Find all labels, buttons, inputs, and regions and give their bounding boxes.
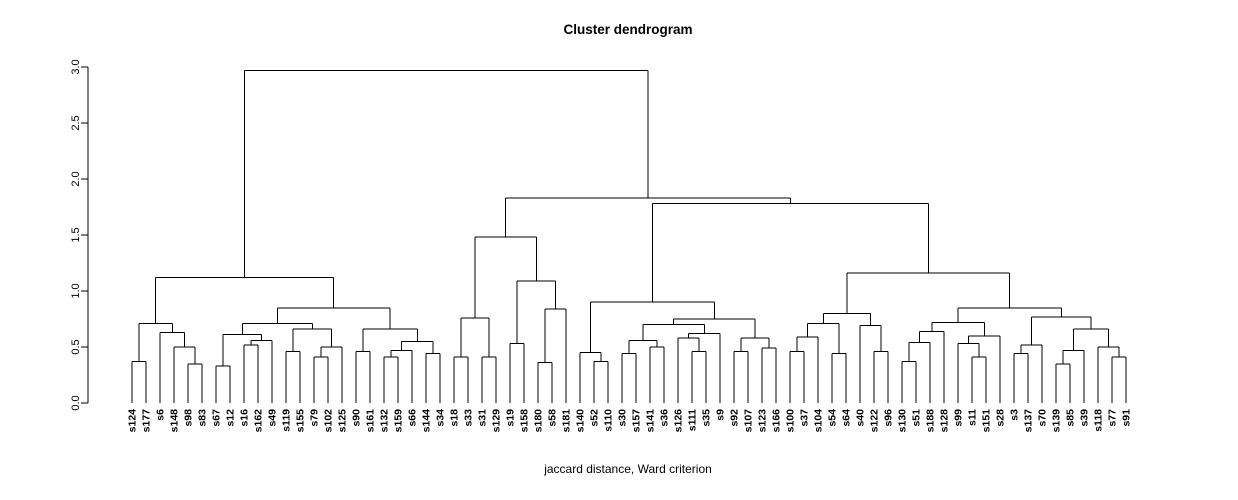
leaf-label: s119 bbox=[281, 409, 293, 432]
y-tick-label: 2.0 bbox=[70, 171, 82, 186]
leaf-label: s118 bbox=[1093, 409, 1105, 432]
leaf-label: s64 bbox=[841, 409, 853, 427]
y-tick-label: 0.5 bbox=[70, 339, 82, 354]
leaf-label: s110 bbox=[603, 409, 615, 432]
x-axis-label: jaccard distance, Ward criterion bbox=[543, 462, 712, 476]
leaf-label: s188 bbox=[925, 409, 937, 433]
leaf-label: s126 bbox=[673, 409, 685, 433]
y-axis: 0.0 0.5 1.0 1.5 2.0 2.5 3.0 bbox=[70, 59, 89, 411]
leaf-label: s130 bbox=[897, 409, 909, 433]
leaf-label: s58 bbox=[547, 409, 559, 427]
dendrogram-tree bbox=[131, 69, 1127, 403]
y-tick-label: 2.5 bbox=[70, 115, 82, 130]
leaf-label: s3 bbox=[1009, 409, 1021, 421]
leaf-label: s181 bbox=[561, 409, 573, 433]
leaf-label: s157 bbox=[631, 409, 643, 433]
leaf-label: s90 bbox=[351, 409, 363, 427]
leaf-label: s107 bbox=[743, 409, 755, 433]
leaf-label: s11 bbox=[967, 409, 979, 426]
leaf-label: s100 bbox=[785, 409, 797, 433]
leaf-label: s9 bbox=[715, 409, 727, 421]
leaf-label: s28 bbox=[995, 409, 1007, 427]
leaf-label: s144 bbox=[421, 409, 433, 433]
leaf-label: s77 bbox=[1107, 409, 1119, 427]
leaf-label: s92 bbox=[729, 409, 741, 427]
leaf-label: s140 bbox=[575, 409, 587, 433]
leaf-label: s102 bbox=[323, 409, 335, 433]
leaf-label: s51 bbox=[911, 409, 923, 427]
leaf-label: s132 bbox=[379, 409, 391, 433]
leaf-label: s49 bbox=[267, 409, 279, 427]
leaf-label: s34 bbox=[435, 409, 447, 427]
y-tick-label: 3.0 bbox=[70, 59, 82, 74]
leaf-label: s33 bbox=[463, 409, 475, 427]
leaf-label: s98 bbox=[183, 409, 195, 427]
leaf-label: s67 bbox=[211, 409, 223, 427]
leaf-label: s159 bbox=[393, 409, 405, 433]
leaf-label: s85 bbox=[1065, 409, 1077, 427]
leaf-label: s137 bbox=[1023, 409, 1035, 433]
leaf-label: s39 bbox=[1079, 409, 1091, 427]
leaf-label: s177 bbox=[141, 409, 153, 433]
leaf-label: s166 bbox=[771, 409, 783, 433]
leaf-label: s128 bbox=[939, 409, 951, 433]
leaf-label: s123 bbox=[757, 409, 769, 433]
leaf-label: s30 bbox=[617, 409, 629, 427]
y-tick-label: 1.0 bbox=[70, 283, 82, 298]
leaf-label: s37 bbox=[799, 409, 811, 427]
leaf-label: s129 bbox=[491, 409, 503, 433]
leaf-label: s40 bbox=[855, 409, 867, 427]
leaf-label: s161 bbox=[365, 409, 377, 433]
leaf-label: s139 bbox=[1051, 409, 1063, 433]
leaf-label: s66 bbox=[407, 409, 419, 427]
leaf-label: s31 bbox=[477, 409, 489, 427]
leaf-label: s12 bbox=[225, 409, 237, 427]
chart-title: Cluster dendrogram bbox=[563, 22, 692, 37]
leaf-label: s124 bbox=[127, 409, 139, 433]
leaf-label: s16 bbox=[239, 409, 251, 427]
leaf-label: s151 bbox=[981, 409, 993, 433]
leaf-label: s83 bbox=[197, 409, 209, 427]
y-tick-label: 1.5 bbox=[70, 227, 82, 242]
leaf-label: s155 bbox=[295, 409, 307, 433]
leaf-label: s19 bbox=[505, 409, 517, 427]
leaf-label: s141 bbox=[645, 409, 657, 433]
leaf-label: s148 bbox=[169, 409, 181, 433]
leaf-label: s162 bbox=[253, 409, 265, 433]
y-tick-label: 0.0 bbox=[70, 395, 82, 410]
leaf-label: s104 bbox=[813, 409, 825, 433]
leaf-label: s111 bbox=[687, 409, 699, 431]
leaf-label: s70 bbox=[1037, 409, 1049, 427]
leaf-label: s91 bbox=[1121, 409, 1133, 427]
leaf-label: s54 bbox=[827, 409, 839, 427]
leaf-label: s96 bbox=[883, 409, 895, 427]
leaf-label: s158 bbox=[519, 409, 531, 433]
leaf-label: s122 bbox=[869, 409, 881, 433]
leaf-label: s99 bbox=[953, 409, 965, 427]
leaf-label: s6 bbox=[155, 409, 167, 421]
leaf-label: s125 bbox=[337, 409, 349, 433]
leaf-label: s79 bbox=[309, 409, 321, 427]
leaf-label: s18 bbox=[449, 409, 461, 427]
leaf-label: s35 bbox=[701, 409, 713, 427]
leaf-label: s36 bbox=[659, 409, 671, 427]
leaf-label: s52 bbox=[589, 409, 601, 427]
leaf-label: s180 bbox=[533, 409, 545, 433]
